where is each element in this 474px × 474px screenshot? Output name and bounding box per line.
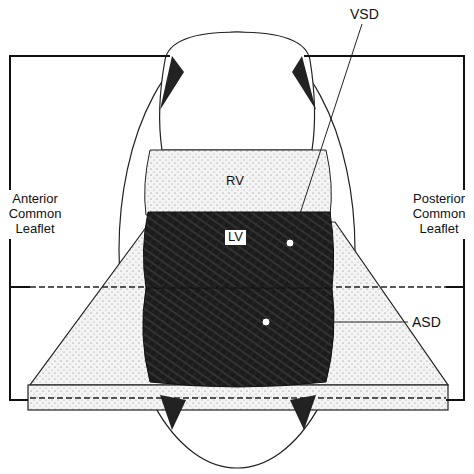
chamber-label: LV	[224, 229, 247, 246]
callout-label: VSD	[350, 6, 379, 22]
leaflet-label: Anterior Common Leaflet	[2, 190, 68, 239]
leaflet-label: Posterior Common Leaflet	[406, 190, 472, 239]
callout-label: ASD	[412, 314, 441, 330]
chamber-label: RV	[226, 174, 244, 189]
